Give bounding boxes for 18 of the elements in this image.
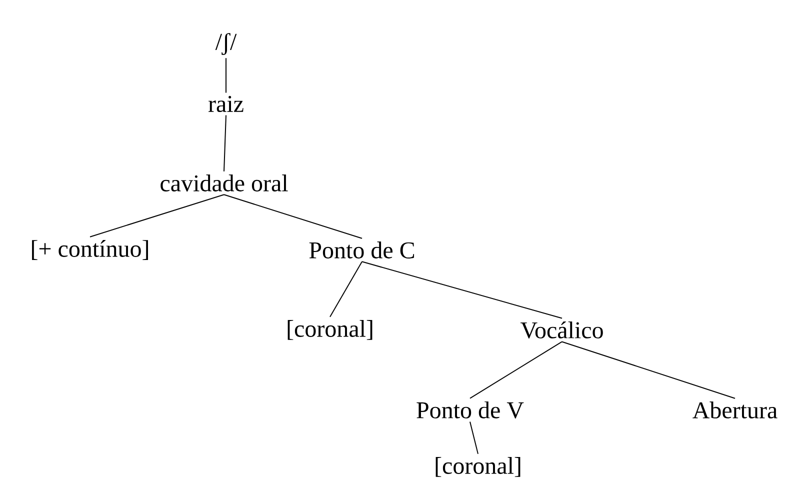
tree-label: Ponto de V bbox=[416, 401, 524, 418]
tree-branch bbox=[224, 194, 362, 239]
tree-branch bbox=[330, 261, 362, 318]
tree-label: /ʃ/ bbox=[215, 33, 237, 55]
tree-label: cavidade oral bbox=[160, 174, 288, 192]
tree-branch bbox=[470, 421, 478, 454]
tree-label: [coronal] bbox=[436, 457, 520, 477]
tree-branch bbox=[362, 261, 562, 319]
tree-label: Vocálico bbox=[520, 321, 603, 339]
tree-branch bbox=[562, 341, 736, 399]
tree-branch bbox=[470, 341, 562, 399]
tree-label: raiz bbox=[208, 96, 244, 112]
tree-label: [+ contínuo] bbox=[32, 240, 148, 260]
tree-label: Abertura bbox=[692, 402, 778, 418]
tree-branch bbox=[90, 194, 224, 238]
tree-label: Ponto de C bbox=[309, 242, 414, 258]
tree-branch bbox=[224, 114, 226, 172]
tree-label: [coronal] bbox=[288, 320, 372, 340]
